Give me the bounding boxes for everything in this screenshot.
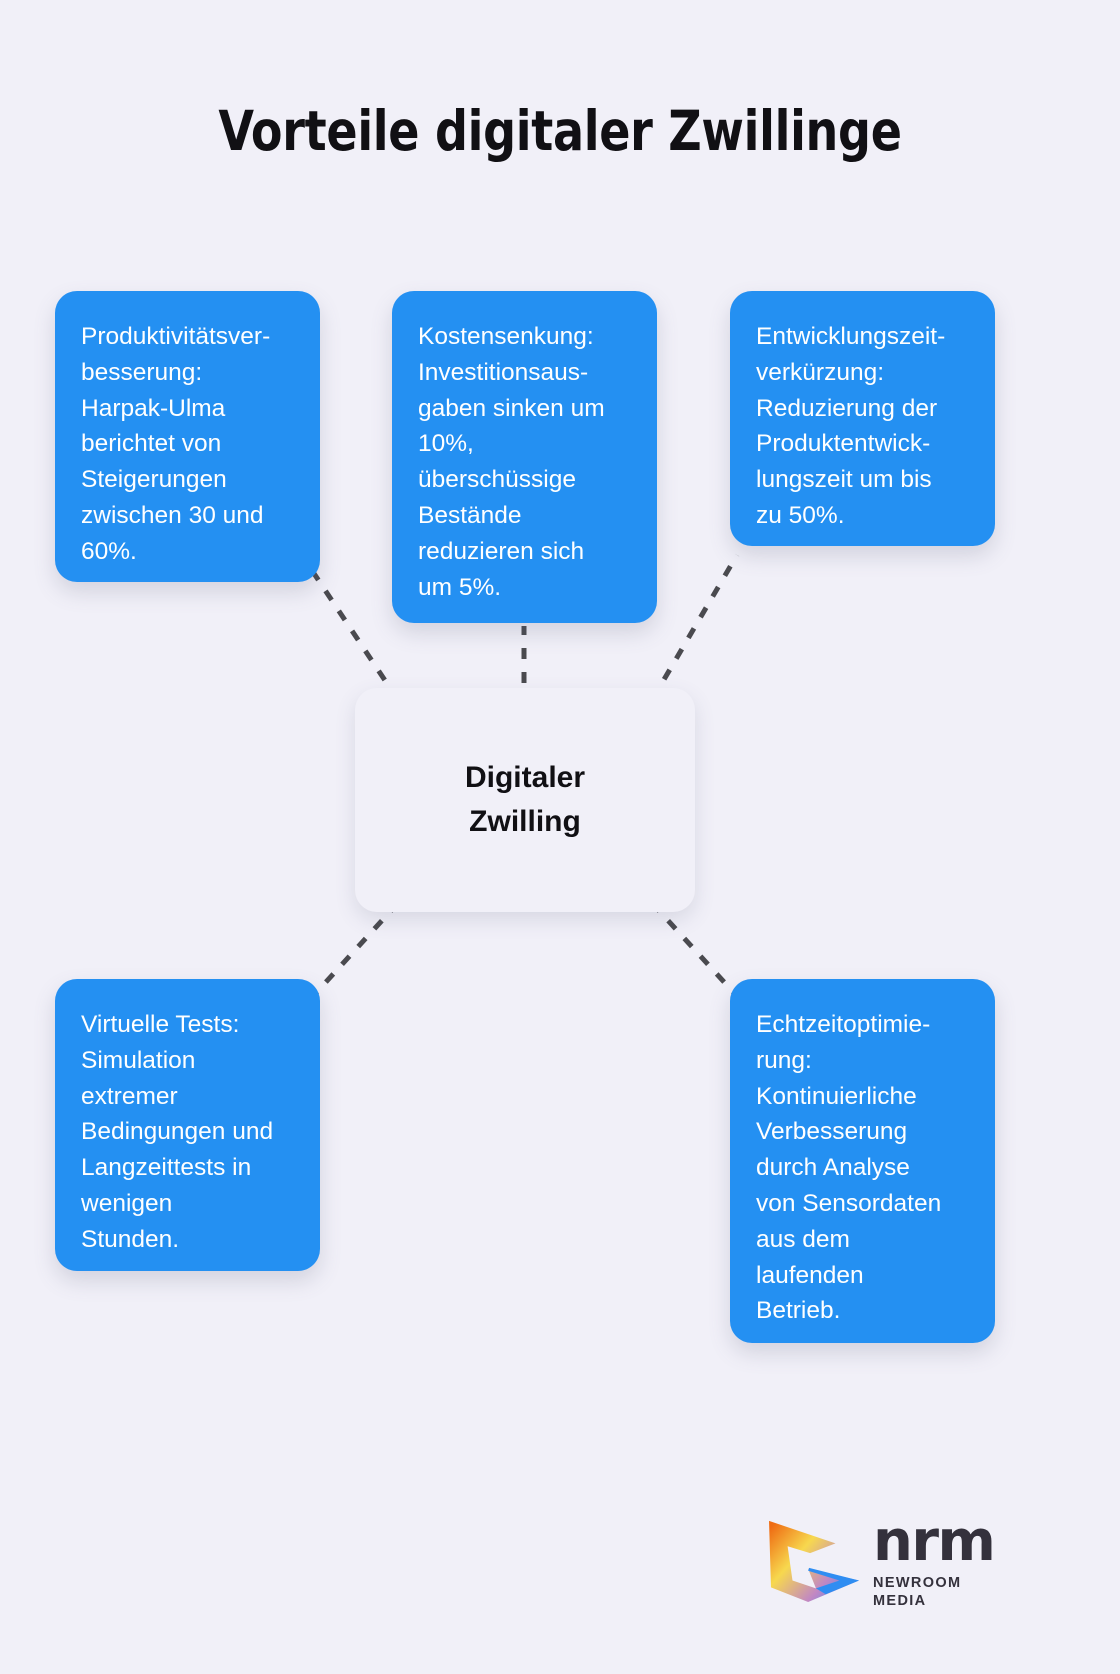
benefit-card-development-time[interactable]: Entwicklungszeit- verkürzung: Reduzierun…	[730, 291, 995, 546]
center-node-label: Digitaler Zwilling	[464, 761, 586, 838]
newroom-media-mark-icon	[769, 1520, 859, 1603]
benefit-card-productivity-text: Produktivitätsver- besserung: Harpak-Ulm…	[81, 323, 271, 565]
center-node-digital-twin[interactable]: Digitaler Zwilling	[355, 688, 695, 912]
brand-logo-text: nrm NEWROOM MEDIA	[873, 1514, 1005, 1610]
brand-tagline: NEWROOM MEDIA	[873, 1575, 962, 1609]
benefit-card-realtime-optimization[interactable]: Echtzeitoptimie- rung: Kontinuierliche V…	[730, 979, 995, 1343]
connector-to-productivity	[310, 570, 401, 702]
brand-wordmark: nrm	[873, 1509, 996, 1574]
brand-logo: nrm NEWROOM MEDIA	[765, 1508, 1005, 1612]
benefit-card-virtual-tests-text: Virtuelle Tests: Simulation extremer Bed…	[81, 1011, 274, 1253]
connector-to-tests	[313, 901, 400, 996]
connector-to-devtime	[649, 553, 740, 702]
page-title: Vorteile digitaler Zwillinge	[218, 99, 902, 163]
benefit-card-cost-reduction-text: Kostensenkung: Investitionsaus- gaben si…	[418, 323, 605, 601]
benefit-card-virtual-tests[interactable]: Virtuelle Tests: Simulation extremer Bed…	[55, 979, 320, 1271]
benefit-card-cost-reduction[interactable]: Kostensenkung: Investitionsaus- gaben si…	[392, 291, 657, 623]
connector-to-realtime	[650, 901, 737, 996]
benefit-card-development-time-text: Entwicklungszeit- verkürzung: Reduzierun…	[756, 323, 946, 529]
benefit-card-productivity[interactable]: Produktivitätsver- besserung: Harpak-Ulm…	[55, 291, 320, 582]
benefit-card-realtime-optimization-text: Echtzeitoptimie- rung: Kontinuierliche V…	[756, 1011, 942, 1325]
